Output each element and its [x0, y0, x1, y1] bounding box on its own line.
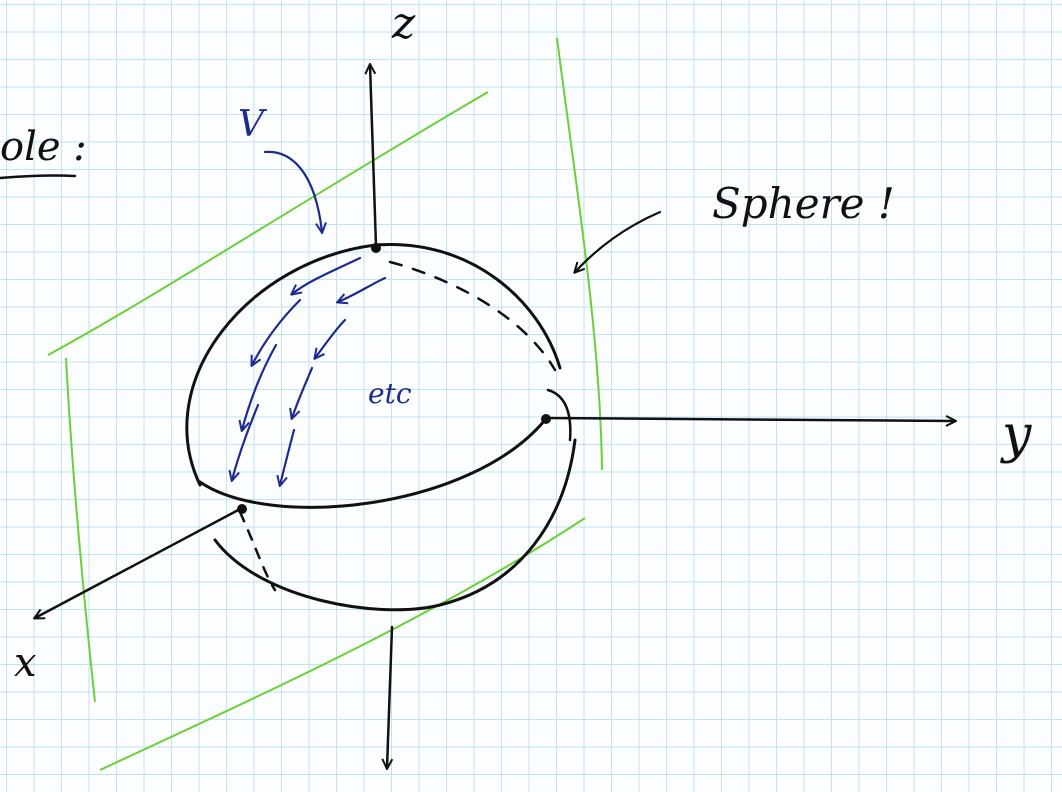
axis-z-label: z	[391, 0, 416, 49]
v-pointer-arrow	[263, 150, 322, 232]
sphere-lower-outline	[213, 438, 577, 612]
vector-arrow	[242, 343, 278, 430]
x-axis	[35, 506, 244, 618]
z-axis	[370, 65, 378, 248]
axis-x-label: x	[14, 640, 37, 686]
plane-right-edge	[556, 37, 603, 471]
sphere-right-rim	[546, 388, 572, 442]
sphere	[185, 242, 577, 612]
vector-arrow	[315, 318, 347, 358]
vector-arrow	[232, 403, 260, 480]
sphere-equator-front	[198, 418, 547, 509]
sphere-upper-outline	[185, 242, 562, 487]
plane-bottom-edge	[99, 517, 586, 771]
north-pole-point	[371, 243, 381, 253]
vector-arrow	[292, 366, 314, 418]
vector-arrow	[252, 298, 302, 365]
y-intercept-point	[541, 414, 551, 424]
axis-y-label: y	[1000, 405, 1032, 465]
sphere-lower-dashed	[238, 510, 277, 592]
vector-arrow	[292, 256, 362, 294]
heading-fragment-label: ole :	[0, 124, 87, 170]
vector-arrow	[338, 276, 387, 302]
vector-arrow	[280, 428, 296, 485]
axis-points	[237, 243, 551, 514]
plane-top-edge	[47, 91, 489, 356]
sphere-back-dashed	[388, 260, 557, 372]
green-plane	[47, 37, 603, 771]
plane-left-edge	[65, 357, 96, 703]
sphere-pointer-arrow	[575, 210, 662, 272]
vector-field-label: V	[238, 104, 268, 145]
heading-underline	[0, 174, 77, 180]
axes	[35, 65, 955, 768]
y-axis	[544, 418, 955, 421]
vector-field-arrows	[232, 150, 387, 485]
sphere-note-label: Sphere !	[712, 179, 895, 228]
etc-label: etc	[368, 377, 412, 410]
negative-z-axis	[387, 625, 394, 768]
x-intercept-point	[237, 504, 247, 514]
